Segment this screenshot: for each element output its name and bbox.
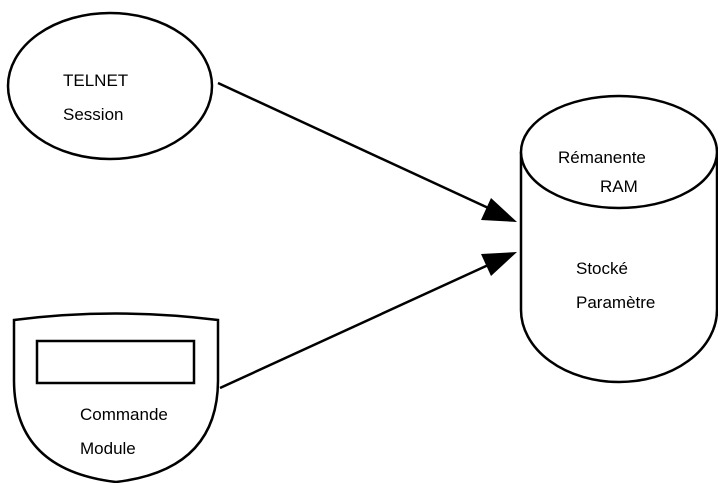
control-module-node: Commande Module bbox=[12, 312, 220, 483]
telnet-label: TELNET bbox=[63, 71, 128, 90]
module-arrow-head bbox=[481, 252, 517, 276]
module-arrow-line bbox=[219, 259, 498, 390]
telnet-arrow-line bbox=[217, 81, 498, 214]
storage-cylinder-node: Rémanente RAM Stocké Paramètre bbox=[519, 94, 718, 384]
cylinder-body bbox=[519, 152, 718, 384]
module-to-storage-arrow bbox=[219, 252, 517, 390]
stocke-label: Stocké bbox=[576, 259, 628, 278]
telnet-arrow-head bbox=[481, 198, 517, 222]
parametre-label: Paramètre bbox=[576, 293, 655, 312]
telnet-session-node: TELNET Session bbox=[6, 11, 214, 161]
cylinder-top bbox=[519, 94, 718, 210]
session-label: Session bbox=[63, 105, 123, 124]
control-module-display bbox=[35, 339, 196, 385]
telnet-to-storage-arrow bbox=[217, 81, 517, 222]
ram-label: RAM bbox=[600, 177, 638, 196]
commande-label: Commande bbox=[80, 405, 168, 424]
remanente-label: Rémanente bbox=[558, 148, 646, 167]
telnet-session-ellipse bbox=[6, 11, 214, 161]
module-label: Module bbox=[80, 439, 136, 458]
